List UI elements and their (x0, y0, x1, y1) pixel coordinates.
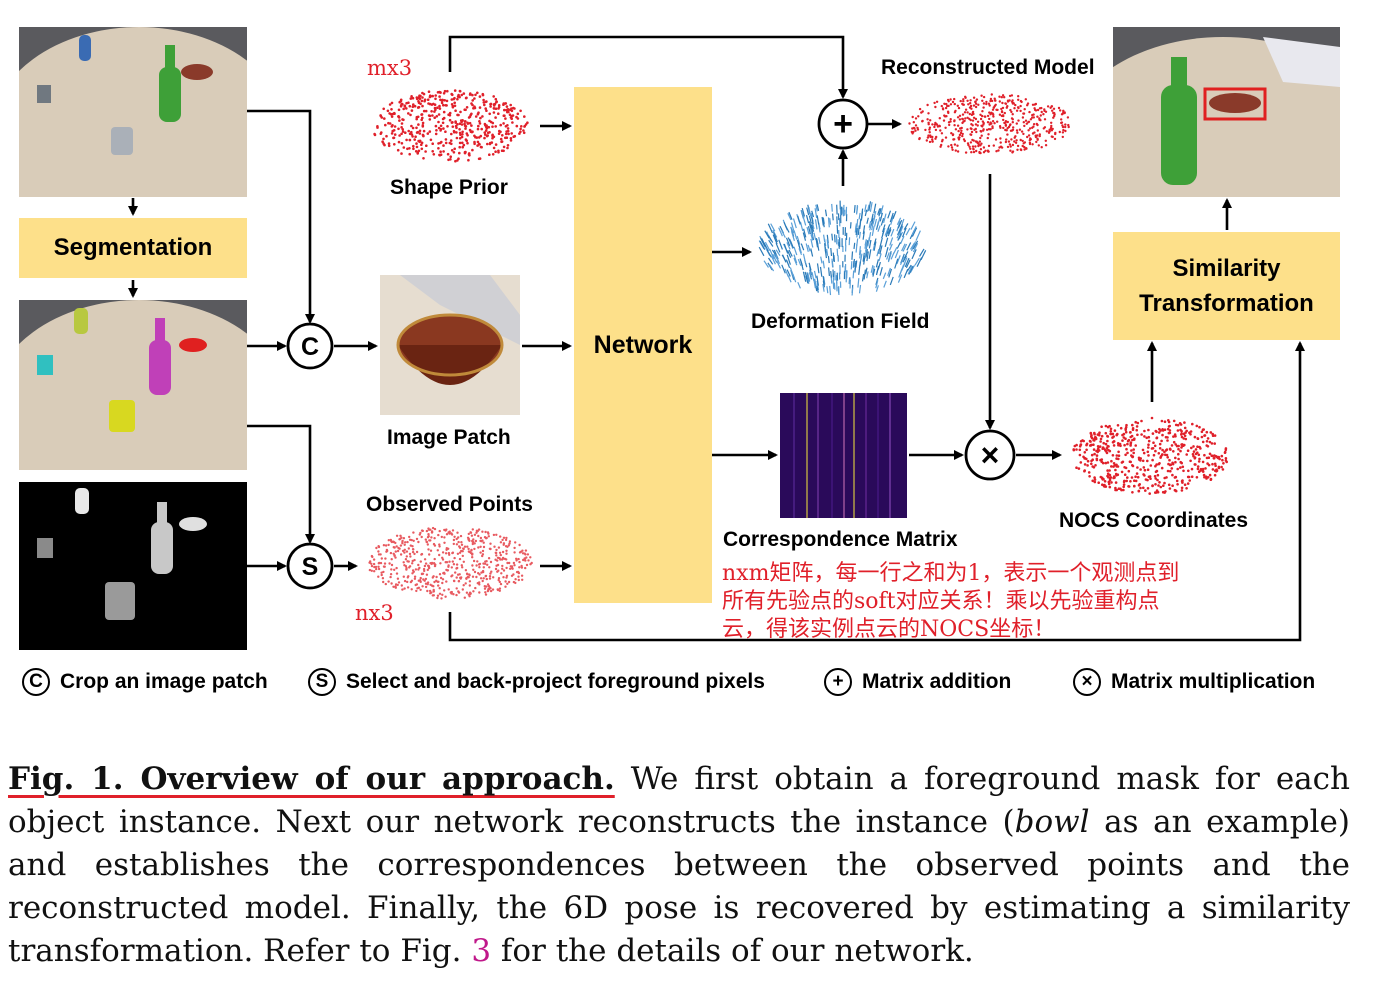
figure-diagram: Segmentation (19, 27, 1340, 696)
observed-dim: nx3 (355, 601, 394, 625)
similarity-label-line2: Transformation (1139, 290, 1314, 317)
arrow-photo-to-crop (247, 109, 315, 324)
crop-operator-symbol: C (301, 333, 319, 361)
legend-select-text: Select and back-project foreground pixel… (346, 670, 765, 693)
select-operator-circle (286, 542, 334, 590)
add-operator-symbol: + (833, 105, 853, 143)
multiply-operator-symbol: × (981, 437, 1000, 473)
network-box: Network (574, 87, 712, 603)
deformation-field-cloud (758, 200, 927, 296)
observed-points-label: Observed Points (366, 493, 533, 516)
crop-operator-circle (286, 322, 334, 370)
deformation-field-label: Deformation Field (751, 310, 930, 333)
segmentation-label: Segmentation (53, 234, 213, 261)
caption-title: Fig. 1. Overview of our approach. (8, 761, 615, 797)
caption-figure-ref[interactable]: 3 (471, 933, 492, 969)
legend-multiply-text: Matrix multiplication (1111, 670, 1316, 693)
nocs-coordinates-cloud (1072, 416, 1228, 495)
result-photo (1113, 27, 1340, 197)
legend-crop: C Crop an image patch (22, 668, 268, 696)
caption-text-1: We first obtain a foreground mask for ea… (8, 761, 1350, 840)
similarity-label-line1: Similarity (1172, 255, 1281, 282)
multiply-operator-circle (964, 429, 1016, 481)
caption-text-2: as an example) and establishes the corre… (8, 804, 1350, 969)
shape-prior-cloud (373, 89, 529, 163)
legend-multiply-symbol: × (1073, 668, 1101, 696)
caption-italic: bowl (1014, 804, 1090, 840)
nocs-coordinates-label: NOCS Coordinates (1059, 509, 1249, 532)
correspondence-matrix-label: Correspondence Matrix (723, 528, 958, 551)
legend-select: S Select and back-project foreground pix… (308, 668, 765, 696)
legend-add-text: Matrix addition (862, 670, 1012, 693)
network-label: Network (593, 330, 693, 359)
reconstructed-model-cloud (908, 93, 1070, 155)
correspondence-matrix-image (780, 393, 907, 518)
scene-photo-segmented (19, 300, 247, 470)
caption-text-3: for the details of our network. (491, 933, 974, 969)
legend-crop-text: Crop an image patch (60, 670, 268, 693)
shape-prior-dim: mx3 (367, 56, 413, 80)
segmentation-box: Segmentation (19, 218, 247, 278)
reconstructed-model-label: Reconstructed Model (881, 56, 1095, 79)
image-patch-photo (380, 275, 520, 415)
add-operator-circle (817, 98, 869, 150)
similarity-transformation-box: Similarity Transformation (1113, 232, 1340, 340)
arrow-observed-to-similarity (448, 341, 1305, 642)
annotation-line3: 云，得该实例点云的NOCS坐标！ (722, 617, 1056, 642)
legend-select-symbol: S (308, 668, 336, 696)
legend-add-symbol: + (824, 668, 852, 696)
shape-prior-label: Shape Prior (390, 176, 508, 199)
arrow-segphoto-to-select (247, 424, 315, 544)
flow-arrows: C S + × (128, 35, 1305, 642)
legend-crop-symbol: C (22, 668, 50, 696)
annotation-line2: 所有先验点的soft对应关系！乘以先验重构点 (722, 589, 1160, 614)
scene-photo-rgb (19, 27, 247, 197)
figure-caption: Fig. 1. Overview of our approach. We fir… (8, 758, 1350, 973)
select-operator-symbol: S (302, 553, 319, 581)
annotation-line1: nxm矩阵，每一行之和为1，表示一个观测点到 (722, 561, 1180, 586)
observed-points-cloud (368, 526, 533, 600)
scene-photo-depth (19, 482, 247, 650)
legend-add: + Matrix addition (824, 668, 1011, 696)
legend-multiply: × Matrix multiplication (1073, 668, 1315, 696)
image-patch-label: Image Patch (387, 426, 511, 449)
arrow-prior-to-plus (448, 35, 848, 99)
